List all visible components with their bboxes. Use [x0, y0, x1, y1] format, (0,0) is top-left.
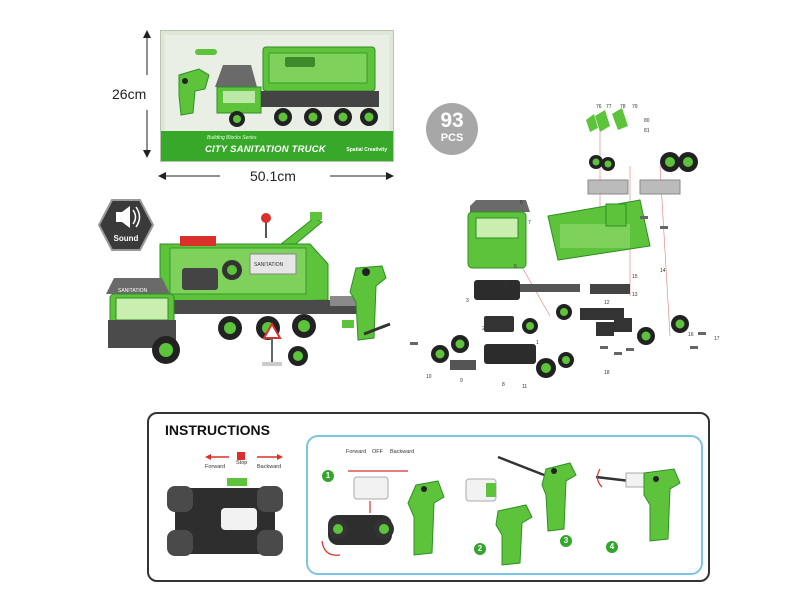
step1-illustration — [321, 470, 445, 556]
step2-number: 2 — [474, 543, 486, 555]
step1-number: 1 — [322, 470, 334, 482]
forward-label: Forward — [205, 464, 226, 470]
part-number: 4 — [504, 284, 507, 290]
part-number: 15 — [632, 274, 638, 280]
instructions-heading: INSTRUCTIONS — [165, 422, 270, 438]
width-label: 50.1cm — [250, 168, 296, 184]
part-number: 11 — [522, 384, 528, 390]
part-number: 80 — [644, 118, 650, 124]
box-subtitle: Building Blocks Series — [207, 135, 257, 141]
part-number: 12 — [604, 300, 610, 306]
part-number: 76 — [596, 104, 602, 110]
sound-feature-badge: Sound — [97, 198, 155, 252]
screwdriver-drill-illustration — [342, 265, 391, 341]
piece-count-badge: 93 PCS — [426, 103, 478, 155]
part-number: 5 — [514, 264, 517, 270]
part-number: 79 — [632, 104, 638, 110]
instructions-panel: INSTRUCTIONS Forward Stop Backward Forwa… — [147, 412, 710, 582]
assembled-truck-illustration: SANITATION SANITATION — [106, 212, 360, 366]
piece-count: 93 — [440, 109, 464, 132]
part-number: 81 — [644, 128, 650, 134]
part-number: 13 — [632, 292, 638, 298]
box-contents-illustration — [178, 46, 379, 127]
speaker-icon — [97, 199, 155, 251]
box-title-stripe — [161, 131, 393, 161]
part-number: 17 — [714, 336, 720, 342]
box-title: CITY SANITATION TRUCK — [205, 144, 326, 155]
step3-number: 3 — [560, 535, 572, 547]
step3-illustration — [497, 455, 577, 532]
backward-label: Backward — [257, 464, 282, 470]
assembly-steps-panel: Forward OFF Backward 1 2 3 — [306, 435, 703, 575]
part-number: 14 — [660, 268, 666, 274]
height-label: 26cm — [112, 86, 147, 102]
stop-label: Stop — [236, 460, 248, 466]
part-number: 7 — [528, 220, 531, 226]
step4-illustration — [595, 468, 681, 542]
part-number: 18 — [604, 370, 610, 376]
cab-label: SANITATION — [118, 288, 148, 294]
product-box: Building Blocks Series CITY SANITATION T… — [160, 30, 394, 162]
part-number: 10 — [426, 374, 432, 380]
truck-underside-illustration — [167, 478, 283, 556]
switch-off-label: OFF — [372, 449, 383, 455]
trailer-label: SANITATION — [254, 262, 284, 268]
part-number: 8 — [502, 382, 505, 388]
step2-illustration — [465, 478, 533, 566]
step4-number: 4 — [606, 541, 618, 553]
switch-backward-label: Backward — [390, 449, 415, 455]
part-number: 9 — [460, 378, 463, 384]
exploded-parts-diagram — [410, 108, 706, 378]
switch-forward-label: Forward — [346, 449, 367, 455]
width-dimension-lines — [158, 172, 394, 180]
direction-arrows — [205, 452, 283, 460]
part-number: 2 — [482, 326, 485, 332]
part-number: 6 — [520, 200, 523, 206]
switch-direction-legend: Forward Stop Backward — [205, 448, 285, 478]
part-number: 77 — [606, 104, 612, 110]
piece-unit: PCS — [440, 132, 464, 144]
height-dimension-lines — [143, 30, 151, 158]
part-number: 16 — [688, 332, 694, 338]
part-number: 1 — [536, 340, 539, 346]
part-number: 78 — [620, 104, 626, 110]
part-number: 3 — [466, 298, 469, 304]
box-brand: Spatial Creativity — [346, 147, 387, 153]
sound-label: Sound — [113, 234, 139, 243]
